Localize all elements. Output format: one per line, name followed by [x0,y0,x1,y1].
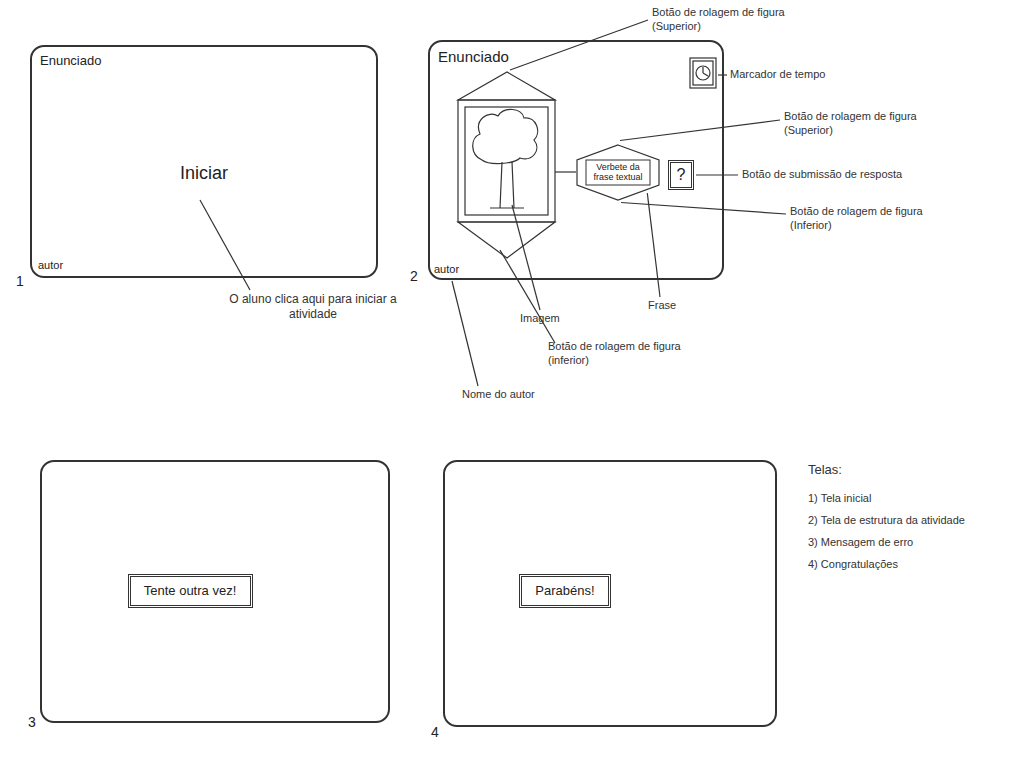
leader-line [647,193,660,297]
screen-number: 3 [28,714,36,731]
leader-line [452,281,478,386]
screen-frame: 4Parabéns! [443,460,777,727]
success-message: Parabéns! [523,578,606,604]
annotation: Botão de rolagem de figura (inferior) [548,340,708,368]
error-message: Tente outra vez! [132,578,249,604]
annotation: Frase [648,299,708,313]
annotation: Marcador de tempo [730,68,860,82]
screen-heading: Enunciado [438,48,509,66]
leader-line [510,20,648,70]
message-box: Parabéns! [519,574,611,608]
annotation: Botão de rolagem de figura (Superior) [652,6,802,34]
annotation: Imagem [520,312,590,326]
screen-list-item: 2) Tela de estrutura da atividade [808,514,1018,528]
phrase-hexagon: Verbete da frase textual [576,144,660,201]
image-inner-frame [465,107,548,215]
tree-canopy [473,109,538,163]
timer-clock [696,66,710,80]
screen-list-item: 1) Tela inicial [808,492,1018,506]
start-button-text: Iniciar [32,163,376,185]
leader-line [696,174,738,175]
screen-frame: EnunciadoIniciarautor1 [30,45,378,278]
author-name: autor [434,263,459,276]
author-name: autor [38,259,63,272]
annotation: Botão de rolagem de figura (Inferior) [790,205,940,233]
timer-inner [693,61,713,85]
annotation: Nome do autor [462,388,582,402]
scroll-down-triangle [458,222,555,258]
submit-button: ? [668,160,694,190]
message-box: Tente outra vez! [128,574,253,608]
legend-heading: Telas: [808,462,1008,478]
frame-to-phrase-line [555,171,576,172]
leader-line [500,250,555,343]
screen-heading: Enunciado [40,53,101,69]
hexagon-shape [577,145,659,200]
leader-line [621,203,786,215]
screen-list-item: 3) Mensagem de erro [808,536,1018,550]
annotation: O aluno clica aqui para iniciar a ativid… [228,292,398,322]
timer-frame [690,58,716,88]
image-frame [458,100,555,222]
screen-frame: Enunciadoautor2Verbete da frase textual? [428,40,724,280]
screen-number: 1 [16,273,24,290]
screen-frame: 3Tente outra vez! [40,460,390,723]
scroll-up-triangle [458,72,555,100]
submit-symbol: ? [677,165,686,184]
annotation: Botão de submissão de resposta [742,168,962,182]
phrase-frame [586,160,650,185]
annotation: Botão de rolagem de figura (Superior) [784,110,934,138]
tree-trunk [490,162,524,208]
leader-line [620,120,780,141]
screen-list-item: 4) Congratulações [808,558,1018,572]
timer-hands [703,67,708,76]
phrase-text: Verbete da frase textual [588,162,648,183]
screen-number: 2 [410,268,418,285]
screen-number: 4 [431,724,439,741]
